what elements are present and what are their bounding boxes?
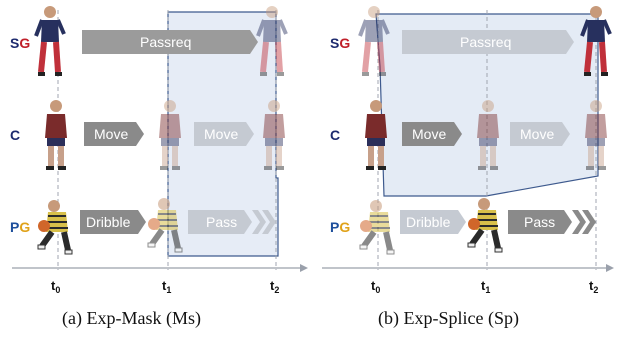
action-arrow-move-1-b	[402, 122, 462, 146]
caption-a: (a) Exp-Mask (Ms)	[62, 308, 201, 328]
player-pg-t0	[38, 200, 72, 254]
role-label-pg: PG	[10, 219, 30, 235]
axis-arrowhead-b	[606, 264, 614, 272]
pass-chevron-1	[252, 210, 266, 234]
player-sg-t0	[36, 6, 64, 76]
action-label-passreq-b: Passreq	[460, 34, 511, 50]
tick-t1-b: t1	[481, 278, 490, 295]
player-c-t0	[45, 100, 67, 170]
action-arrow-move-2	[194, 122, 254, 146]
action-label-passreq: Passreq	[140, 34, 191, 50]
tick-t2-b: t2	[589, 278, 598, 295]
role-label-c: C	[10, 127, 20, 143]
tick-t1: t1	[162, 278, 171, 295]
axis-arrowhead	[300, 264, 308, 272]
action-label-move-1: Move	[94, 126, 128, 142]
pass-chevron-1-b	[572, 210, 586, 234]
action-label-move-2-b: Move	[520, 126, 554, 142]
action-arrow-dribble-b	[400, 210, 466, 234]
caption-b: (b) Exp-Splice (Sp)	[378, 308, 519, 328]
action-arrow-dribble	[80, 210, 146, 234]
action-label-move-1-b: Move	[412, 126, 446, 142]
action-label-dribble: Dribble	[86, 214, 131, 230]
action-label-move-2: Move	[204, 126, 238, 142]
action-label-pass-b: Pass	[524, 214, 555, 230]
panel-b: SG C PG Passreq Move Move Dribble Pass t…	[322, 6, 614, 295]
action-label-dribble-b: Dribble	[406, 214, 451, 230]
tick-t2: t2	[270, 278, 279, 295]
pass-chevron-2-b	[582, 210, 596, 234]
tick-t0: t0	[51, 278, 60, 295]
pass-chevron-2	[262, 210, 276, 234]
panel-a: SG C PG Passreq Move Move Dribble Pass t…	[10, 6, 308, 295]
action-arrow-pass-b	[508, 210, 572, 234]
action-arrow-move-1	[84, 122, 144, 146]
role-label-sg: SG	[10, 35, 30, 51]
action-arrow-passreq	[82, 30, 258, 54]
tick-t0-b: t0	[371, 278, 380, 295]
role-label-sg-b: SG	[330, 35, 350, 51]
action-arrow-passreq-b	[402, 30, 574, 54]
action-arrow-pass	[188, 210, 252, 234]
action-arrow-move-2-b	[510, 122, 570, 146]
role-label-pg-b: PG	[330, 219, 350, 235]
role-label-c-b: C	[330, 127, 340, 143]
action-label-pass: Pass	[206, 214, 237, 230]
